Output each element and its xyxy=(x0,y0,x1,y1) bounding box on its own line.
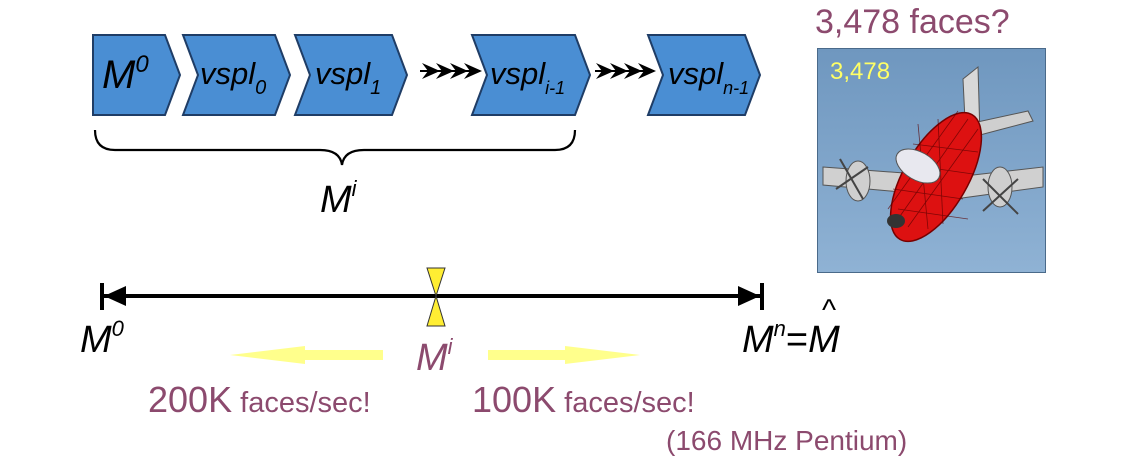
airplane-icon: 3,478 xyxy=(822,58,1044,243)
brace-label: Mi xyxy=(320,176,358,221)
cpu-note: (166 MHz Pentium) xyxy=(666,425,907,456)
face-count: 3,478 xyxy=(830,58,890,85)
svg-text:Mn=M: Mn=M xyxy=(742,316,840,361)
left-rate: 200K faces/sec! xyxy=(148,379,371,420)
airplane-render: 3,478 xyxy=(817,48,1046,273)
timeline xyxy=(100,283,764,310)
svg-text:vspl1: vspl1 xyxy=(315,56,381,99)
timeline-left-label: M0 xyxy=(80,316,125,361)
chevron-m0-sup: 0 xyxy=(135,51,149,78)
curly-brace xyxy=(93,129,577,166)
faces-question: 3,478 faces? xyxy=(815,3,1010,41)
left-speed-arrow xyxy=(230,346,383,364)
chevron-vspl-n-1: vspln-1 xyxy=(646,34,762,116)
position-marker xyxy=(426,267,446,327)
right-speed-arrow xyxy=(488,346,640,364)
chevron-m0: M0 xyxy=(92,34,182,116)
chevron-vspl0: vspl0 xyxy=(181,34,292,116)
svg-text:vspl0: vspl0 xyxy=(200,56,266,99)
chevron-vspl1: vspl1 xyxy=(293,34,409,116)
right-rate: 100K faces/sec! xyxy=(472,379,695,420)
chevron-vspl-i-1: vspli-1 xyxy=(470,34,592,116)
svg-text:vspli-1: vspli-1 xyxy=(490,56,565,98)
svg-text:vspln-1: vspln-1 xyxy=(668,56,749,98)
timeline-right-label: Mn=M ^ xyxy=(742,294,840,361)
timeline-middle-label: Mi xyxy=(416,334,454,379)
chevron-m0-base: M xyxy=(102,53,136,97)
hat-accent: ^ xyxy=(822,294,836,327)
svg-text:M0: M0 xyxy=(102,51,149,97)
